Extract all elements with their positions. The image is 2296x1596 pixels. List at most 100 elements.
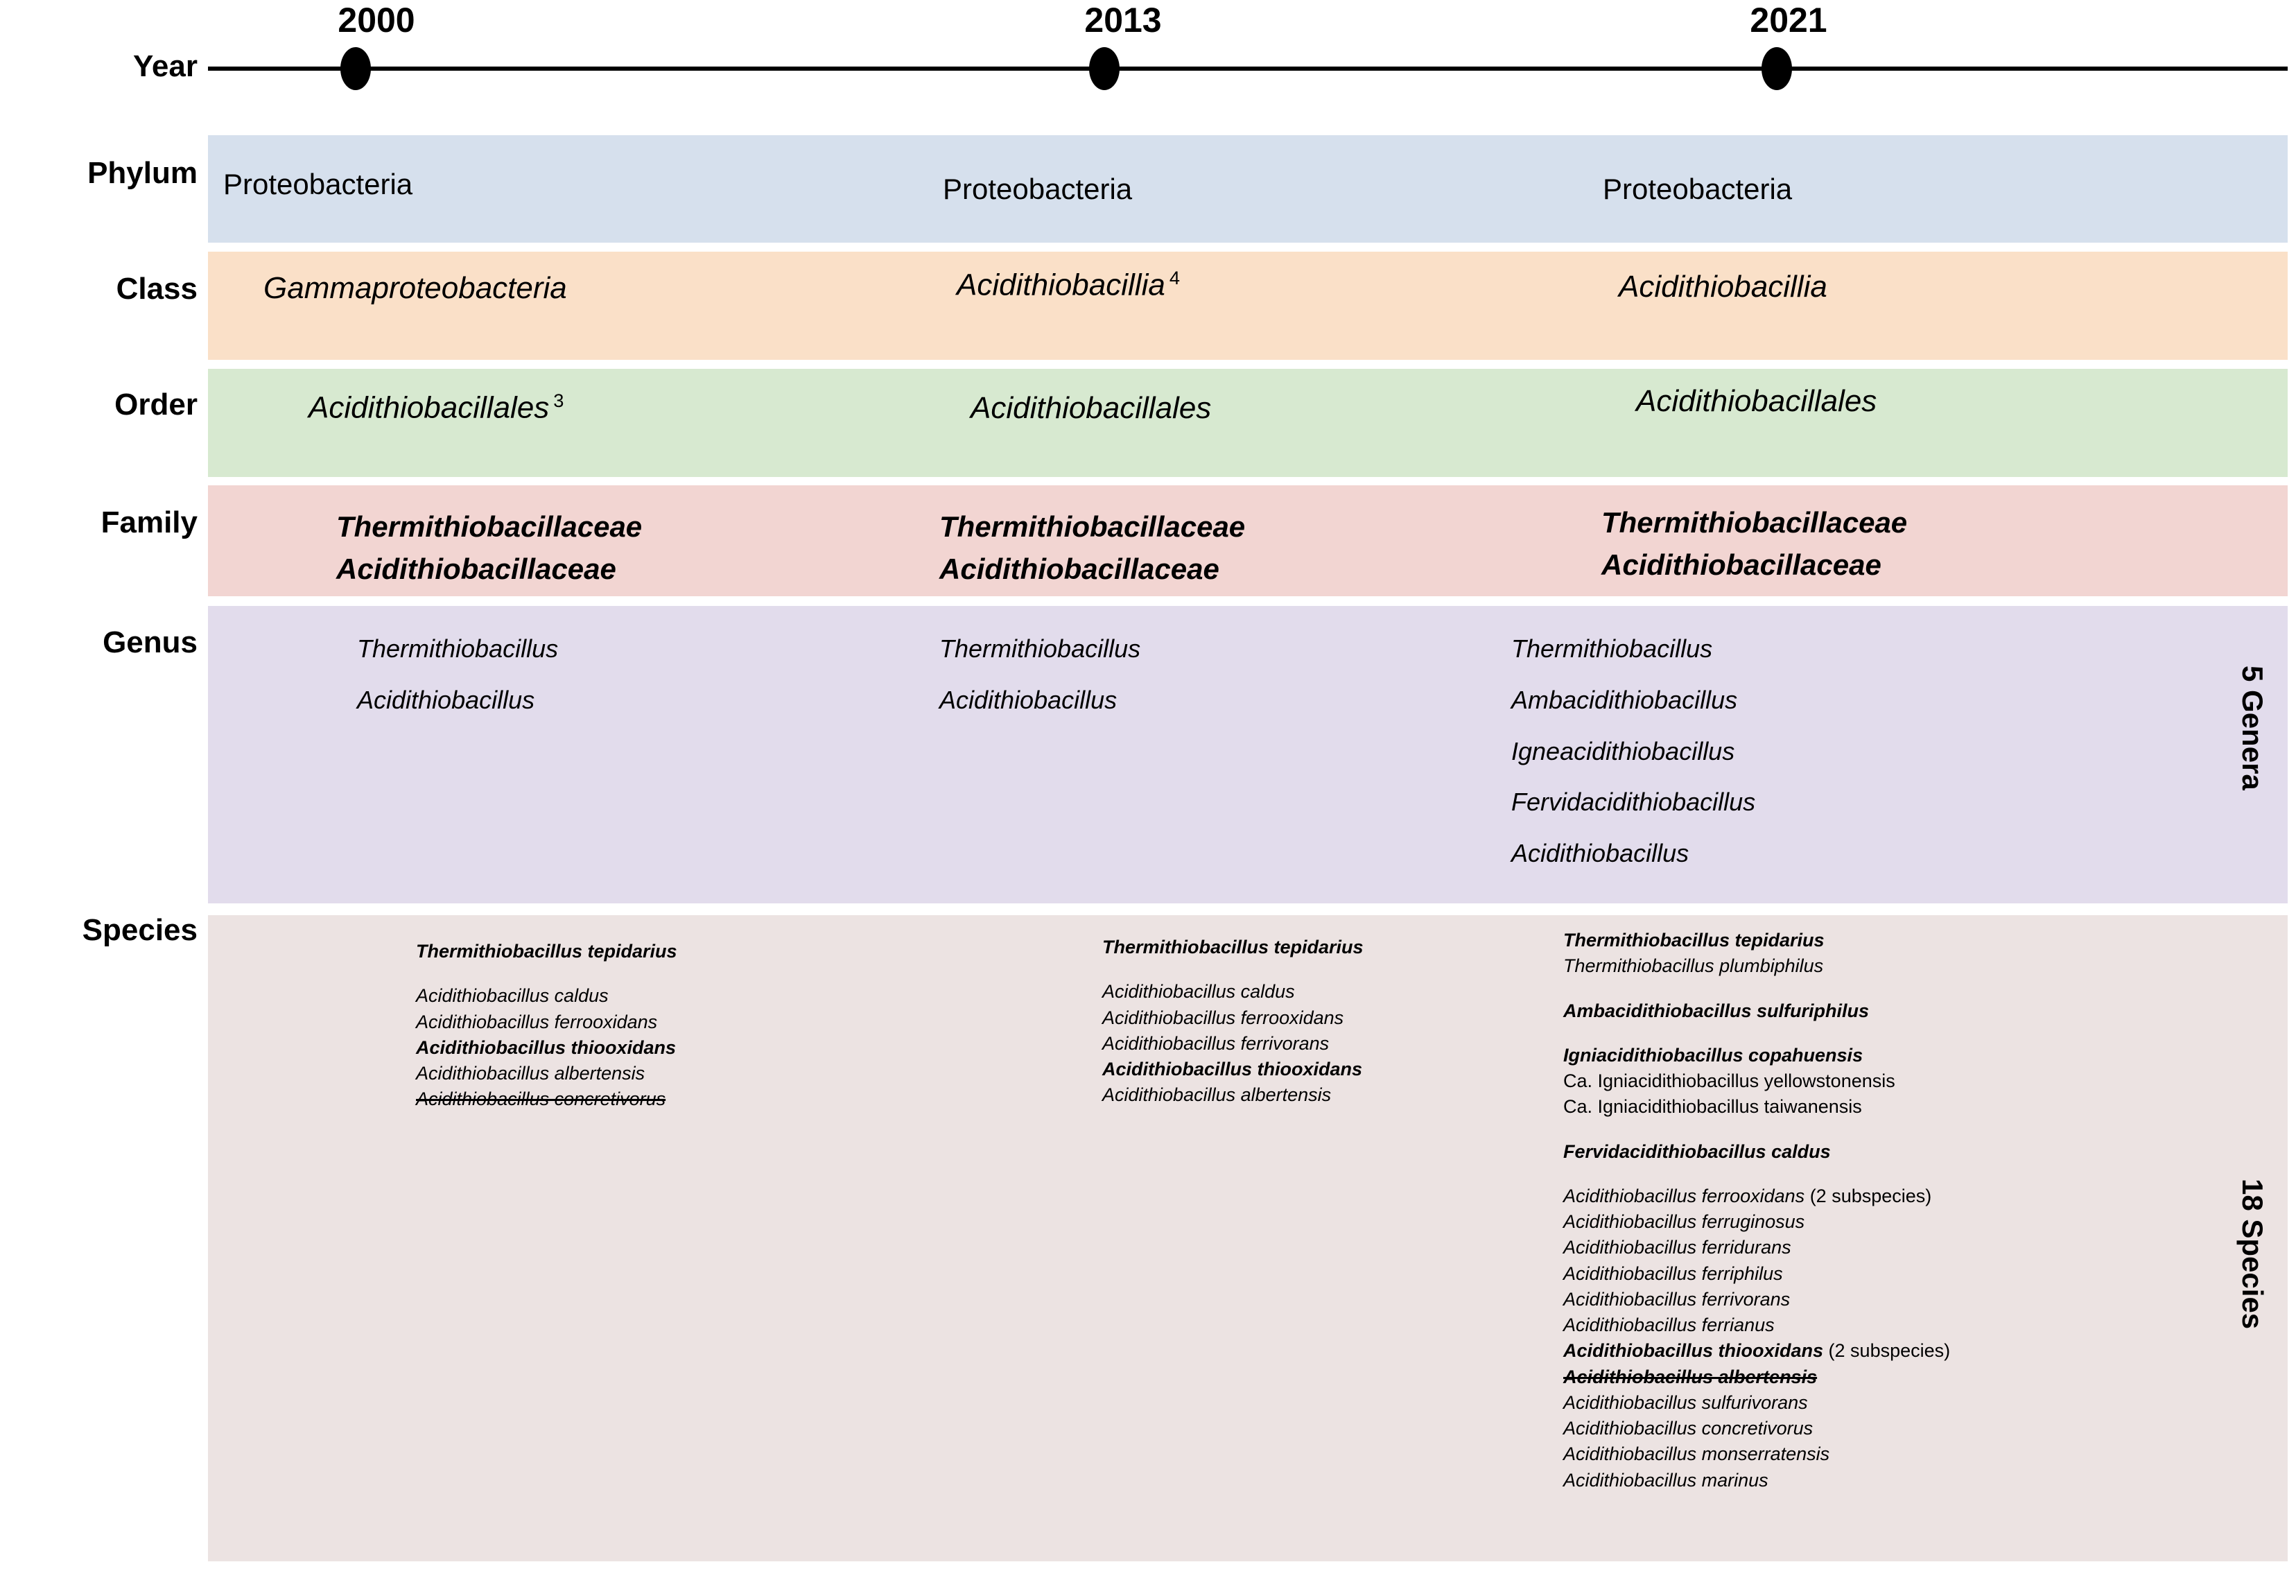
species-2021-item: Ca. Igniacidithiobacillus yellowstonensi… <box>1563 1068 1950 1094</box>
species-name: Ca. Igniacidithiobacillus yellowstonensi… <box>1563 1070 1895 1091</box>
species-2000-item: Acidithiobacillus caldus <box>416 983 677 1009</box>
family-2000: Thermithiobacillaceae Acidithiobacillace… <box>336 506 642 591</box>
species-name: Acidithiobacillus caldus <box>416 985 609 1007</box>
genus-2021-item-1: Thermithiobacillus <box>1511 634 1713 663</box>
genus-2021-item-2: Ambacidithiobacillus <box>1511 685 1738 714</box>
class-2013-superscript: 4 <box>1169 267 1180 288</box>
family-2021: Thermithiobacillaceae Acidithiobacillace… <box>1601 502 1907 587</box>
species-2021-item: Acidithiobacillus sulfurivorans <box>1563 1390 1950 1416</box>
order-2000-superscript: 3 <box>553 390 564 411</box>
species-2021-item: Acidithiobacillus albertensis <box>1563 1364 1950 1390</box>
family-2013-line-1: Thermithiobacillaceae <box>939 510 1246 543</box>
genus-2021-item-3: Igneacidithiobacillus <box>1511 736 1735 765</box>
species-name: Acidithiobacillus concretivorus <box>416 1088 666 1110</box>
species-name: Ca. Igniacidithiobacillus taiwanensis <box>1563 1096 1862 1118</box>
species-name: Igniacidithiobacillus copahuensis <box>1563 1044 1863 1066</box>
species-2021-item: Acidithiobacillus ferrivorans <box>1563 1287 1950 1312</box>
species-2021-spacer <box>1563 1024 1950 1043</box>
species-name: Fervidacidithiobacillus caldus <box>1563 1140 1831 1162</box>
rank-label-family: Family <box>101 505 198 539</box>
band-genus: Thermithiobacillus Acidithiobacillus The… <box>208 606 2288 903</box>
rank-label-order: Order <box>114 388 198 422</box>
species-2013-item: Acidithiobacillus thiooxidans <box>1102 1057 1364 1082</box>
genus-2021: Thermithiobacillus Ambacidithiobacillus … <box>1511 623 1755 879</box>
species-2021-item: Ambacidithiobacillus sulfuriphilus <box>1563 998 1950 1024</box>
family-2013: Thermithiobacillaceae Acidithiobacillace… <box>939 506 1245 591</box>
species-2021-item: Igniacidithiobacillus copahuensis <box>1563 1043 1950 1068</box>
rank-label-column: Year Phylum Class Order Family Genus Spe… <box>0 0 198 1596</box>
family-2000-line-1: Thermithiobacillaceae <box>336 510 643 543</box>
species-2021-item: Ca. Igniacidithiobacillus taiwanensis <box>1563 1094 1950 1120</box>
species-name: Thermithiobacillus tepidarius <box>1102 937 1364 957</box>
rank-label-year: Year <box>133 49 198 83</box>
species-name: Acidithiobacillus albertensis <box>1563 1366 1818 1387</box>
species-2021-item: Acidithiobacillus monserratensis <box>1563 1441 1950 1467</box>
species-2021-item: Acidithiobacillus ferruginosus <box>1563 1209 1950 1235</box>
phylum-2013: Proteobacteria <box>943 173 1133 205</box>
species-2021-spacer <box>1563 1165 1950 1183</box>
rank-label-genus: Genus <box>103 625 198 659</box>
species-name: Acidithiobacillus ferridurans <box>1563 1237 1791 1258</box>
species-name: Acidithiobacillus thiooxidans <box>416 1036 677 1058</box>
species-name: Thermithiobacillus tepidarius <box>1563 930 1825 951</box>
species-name: Ambacidithiobacillus sulfuriphilus <box>1563 1000 1870 1021</box>
timeline-marker-2000[interactable] <box>340 47 371 90</box>
species-name: Acidithiobacillus albertensis <box>416 1063 645 1084</box>
family-2013-line-2: Acidithiobacillaceae <box>939 552 1219 585</box>
species-2021-item: Acidithiobacillus concretivorus <box>1563 1416 1950 1441</box>
species-subspecies-note: (2 subspecies) <box>1823 1340 1951 1362</box>
species-2000-item: Thermithiobacillus tepidarius <box>416 939 677 964</box>
rank-label-phylum: Phylum <box>87 156 198 190</box>
species-2021-item: Acidithiobacillus marinus <box>1563 1468 1950 1493</box>
genus-2000-item-2: Acidithiobacillus <box>357 685 535 714</box>
species-name: Acidithiobacillus monserratensis <box>1563 1443 1830 1465</box>
rank-label-class: Class <box>116 272 198 306</box>
family-2021-line-2: Acidithiobacillaceae <box>1601 548 1881 581</box>
species-2021-item: Acidithiobacillus ferrooxidans (2 subspe… <box>1563 1183 1950 1209</box>
species-2013-item: Acidithiobacillus caldus <box>1102 979 1364 1005</box>
class-2021: Acidithiobacillia <box>1619 270 1827 304</box>
genus-2021-item-4: Fervidacidithiobacillus <box>1511 788 1756 817</box>
band-phylum: Proteobacteria Proteobacteria Proteobact… <box>208 135 2288 243</box>
rank-label-species: Species <box>82 913 198 947</box>
timeline-marker-2013[interactable] <box>1089 47 1120 90</box>
timeline-axis <box>208 67 2288 71</box>
species-2021-item: Acidithiobacillus ferriphilus <box>1563 1261 1950 1287</box>
class-2000: Gammaproteobacteria <box>263 271 567 305</box>
species-name: Acidithiobacillus ferrivorans <box>1563 1288 1791 1310</box>
side-label-genera: 5 Genera <box>2236 666 2269 790</box>
species-2000-item: Acidithiobacillus concretivorus <box>416 1086 677 1112</box>
band-family: Thermithiobacillaceae Acidithiobacillace… <box>208 485 2288 596</box>
genus-2000-item-1: Thermithiobacillus <box>357 634 559 663</box>
species-name: Acidithiobacillus caldus <box>1102 981 1295 1003</box>
order-2021: Acidithiobacillales <box>1636 384 1877 418</box>
species-2013-item: Thermithiobacillus tepidarius <box>1102 935 1364 960</box>
order-2000-name: Acidithiobacillales <box>308 390 550 425</box>
species-name: Acidithiobacillus concretivorus <box>1563 1418 1814 1439</box>
species-2021-item: Acidithiobacillus thiooxidans (2 subspec… <box>1563 1338 1950 1364</box>
timeline-marker-2021[interactable] <box>1762 47 1792 90</box>
species-2021-spacer <box>1563 1120 1950 1139</box>
species-name: Acidithiobacillus ferrianus <box>1563 1315 1775 1335</box>
species-name: Acidithiobacillus marinus <box>1563 1469 1768 1491</box>
species-subspecies-note: (2 subspecies) <box>1804 1185 1932 1206</box>
side-label-species: 18 Species <box>2236 1179 2269 1330</box>
species-2021-item: Acidithiobacillus ferrianus <box>1563 1312 1950 1338</box>
species-2000-item: Acidithiobacillus thiooxidans <box>416 1035 677 1061</box>
species-2013-item: Acidithiobacillus ferrooxidans <box>1102 1005 1364 1031</box>
genus-2013: Thermithiobacillus Acidithiobacillus <box>939 623 1140 726</box>
species-name: Acidithiobacillus ferrivorans <box>1102 1032 1330 1054</box>
species-2021-item: Thermithiobacillus tepidarius <box>1563 928 1950 953</box>
species-name: Thermithiobacillus tepidarius <box>416 941 677 962</box>
genus-2000: Thermithiobacillus Acidithiobacillus <box>357 623 558 726</box>
species-name: Thermithiobacillus plumbiphilus <box>1563 955 1824 977</box>
phylum-2021: Proteobacteria <box>1603 173 1793 205</box>
species-name: Acidithiobacillus ferrooxidans <box>1563 1185 1805 1206</box>
